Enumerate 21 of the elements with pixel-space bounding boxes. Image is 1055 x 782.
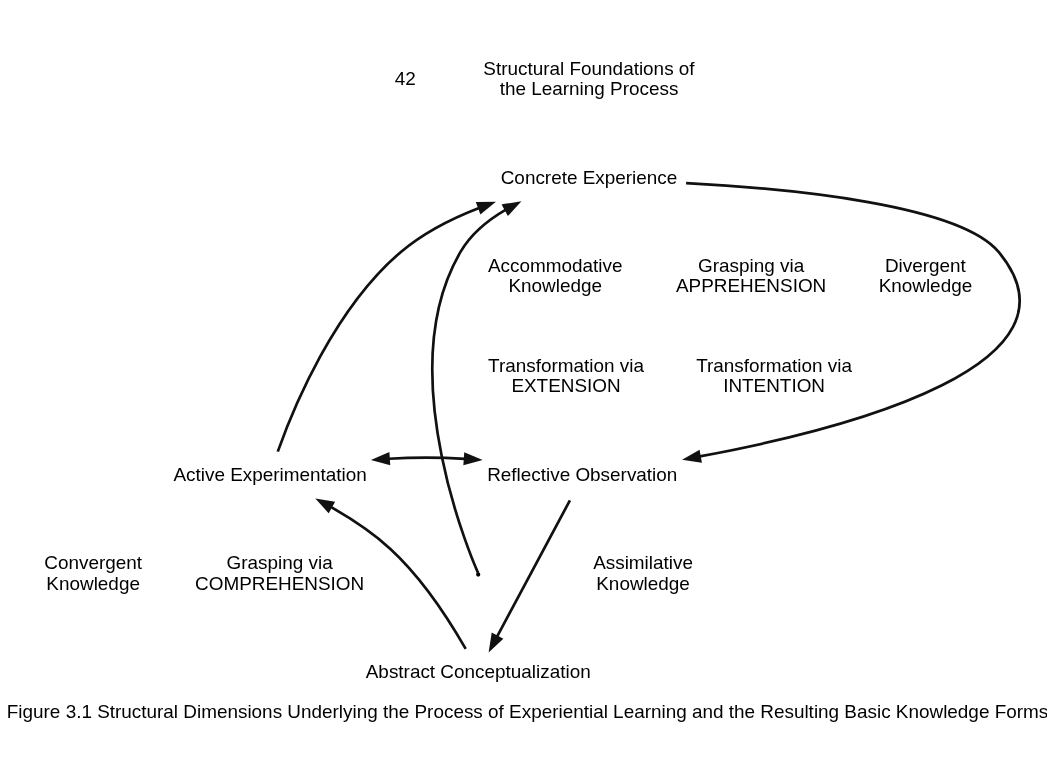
label: Divergent Knowledge (878, 254, 973, 296)
arrow (431, 200, 522, 574)
node-text: Reflective Observation (487, 463, 678, 485)
arrow (488, 499, 572, 652)
arrow (370, 451, 483, 465)
arrow (682, 181, 1021, 463)
label: Grasping via APPREHENSION (676, 254, 827, 296)
node-text: Active Experimentation (173, 463, 367, 485)
label: Grasping via COMPREHENSION (195, 551, 365, 594)
label: 42 (394, 67, 416, 89)
label: Convergent Knowledge (44, 551, 143, 594)
label: Accommodative Knowledge (487, 254, 623, 296)
caption: Figure 3.1 Structural Dimensions Underlying the Process of Experiential Learning and the Resulting Basic Knowledge Forms (6, 700, 1049, 722)
label: Transformation via EXTENSION (488, 354, 644, 396)
label: Transformation via INTENTION (696, 354, 853, 396)
arrow (315, 497, 467, 649)
node-text: Concrete Experience (500, 166, 678, 188)
node-text: Abstract Conceptualization (365, 660, 591, 682)
label: Assimilative Knowledge (593, 551, 693, 594)
label: Structural Foundations of the Learning Process (483, 57, 695, 99)
arrow (276, 201, 496, 452)
